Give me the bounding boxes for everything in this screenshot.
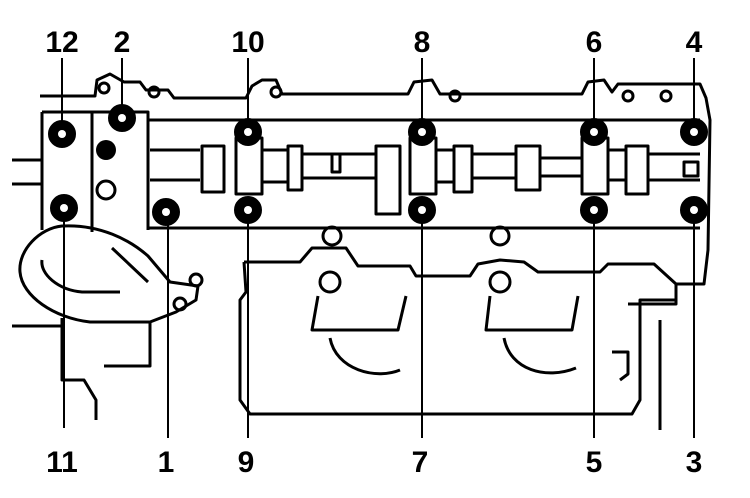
callout-1: 1 [158,446,175,479]
cam-notch [682,160,700,178]
cover-lug-hole [97,81,111,95]
callout-4: 4 [686,26,703,59]
manifold-port [318,270,342,294]
callout-9: 9 [238,446,255,479]
port-runner [328,337,577,376]
plate-bolt [95,179,117,201]
camshaft [150,144,700,216]
port-outline [310,295,580,332]
bracket-bolt [188,272,204,288]
bracket-bolt [172,296,188,312]
engine-mount-bracket [18,224,200,324]
extra-bolt [96,140,116,160]
cover-lug-hole [659,89,673,103]
cam-cover-outline [40,72,712,306]
cam-journal [234,136,264,196]
cam-journal [408,136,438,196]
cylinder-head-block [238,246,678,416]
callout-6: 6 [586,26,603,59]
callout-2: 2 [114,26,131,59]
cover-lug-hole [448,89,462,103]
lower-housing [12,318,152,420]
callout-12: 12 [45,26,78,59]
right-stub [612,350,630,382]
frame-boss [489,225,511,247]
callout-8: 8 [414,26,431,59]
callout-7: 7 [412,446,429,479]
frame-boss [321,225,343,247]
timing-shaft-stub [12,158,42,186]
callout-10: 10 [231,26,264,59]
callout-11: 11 [46,446,78,479]
manifold-port [488,270,512,294]
callout-5: 5 [586,446,603,479]
cam-notch [330,152,342,174]
cover-lug-hole [147,85,161,99]
timing-end-plate [40,110,150,232]
cam-journal [580,136,610,196]
cover-lug-hole [269,85,283,99]
cover-lug-hole [621,89,635,103]
callout-3: 3 [686,446,703,479]
